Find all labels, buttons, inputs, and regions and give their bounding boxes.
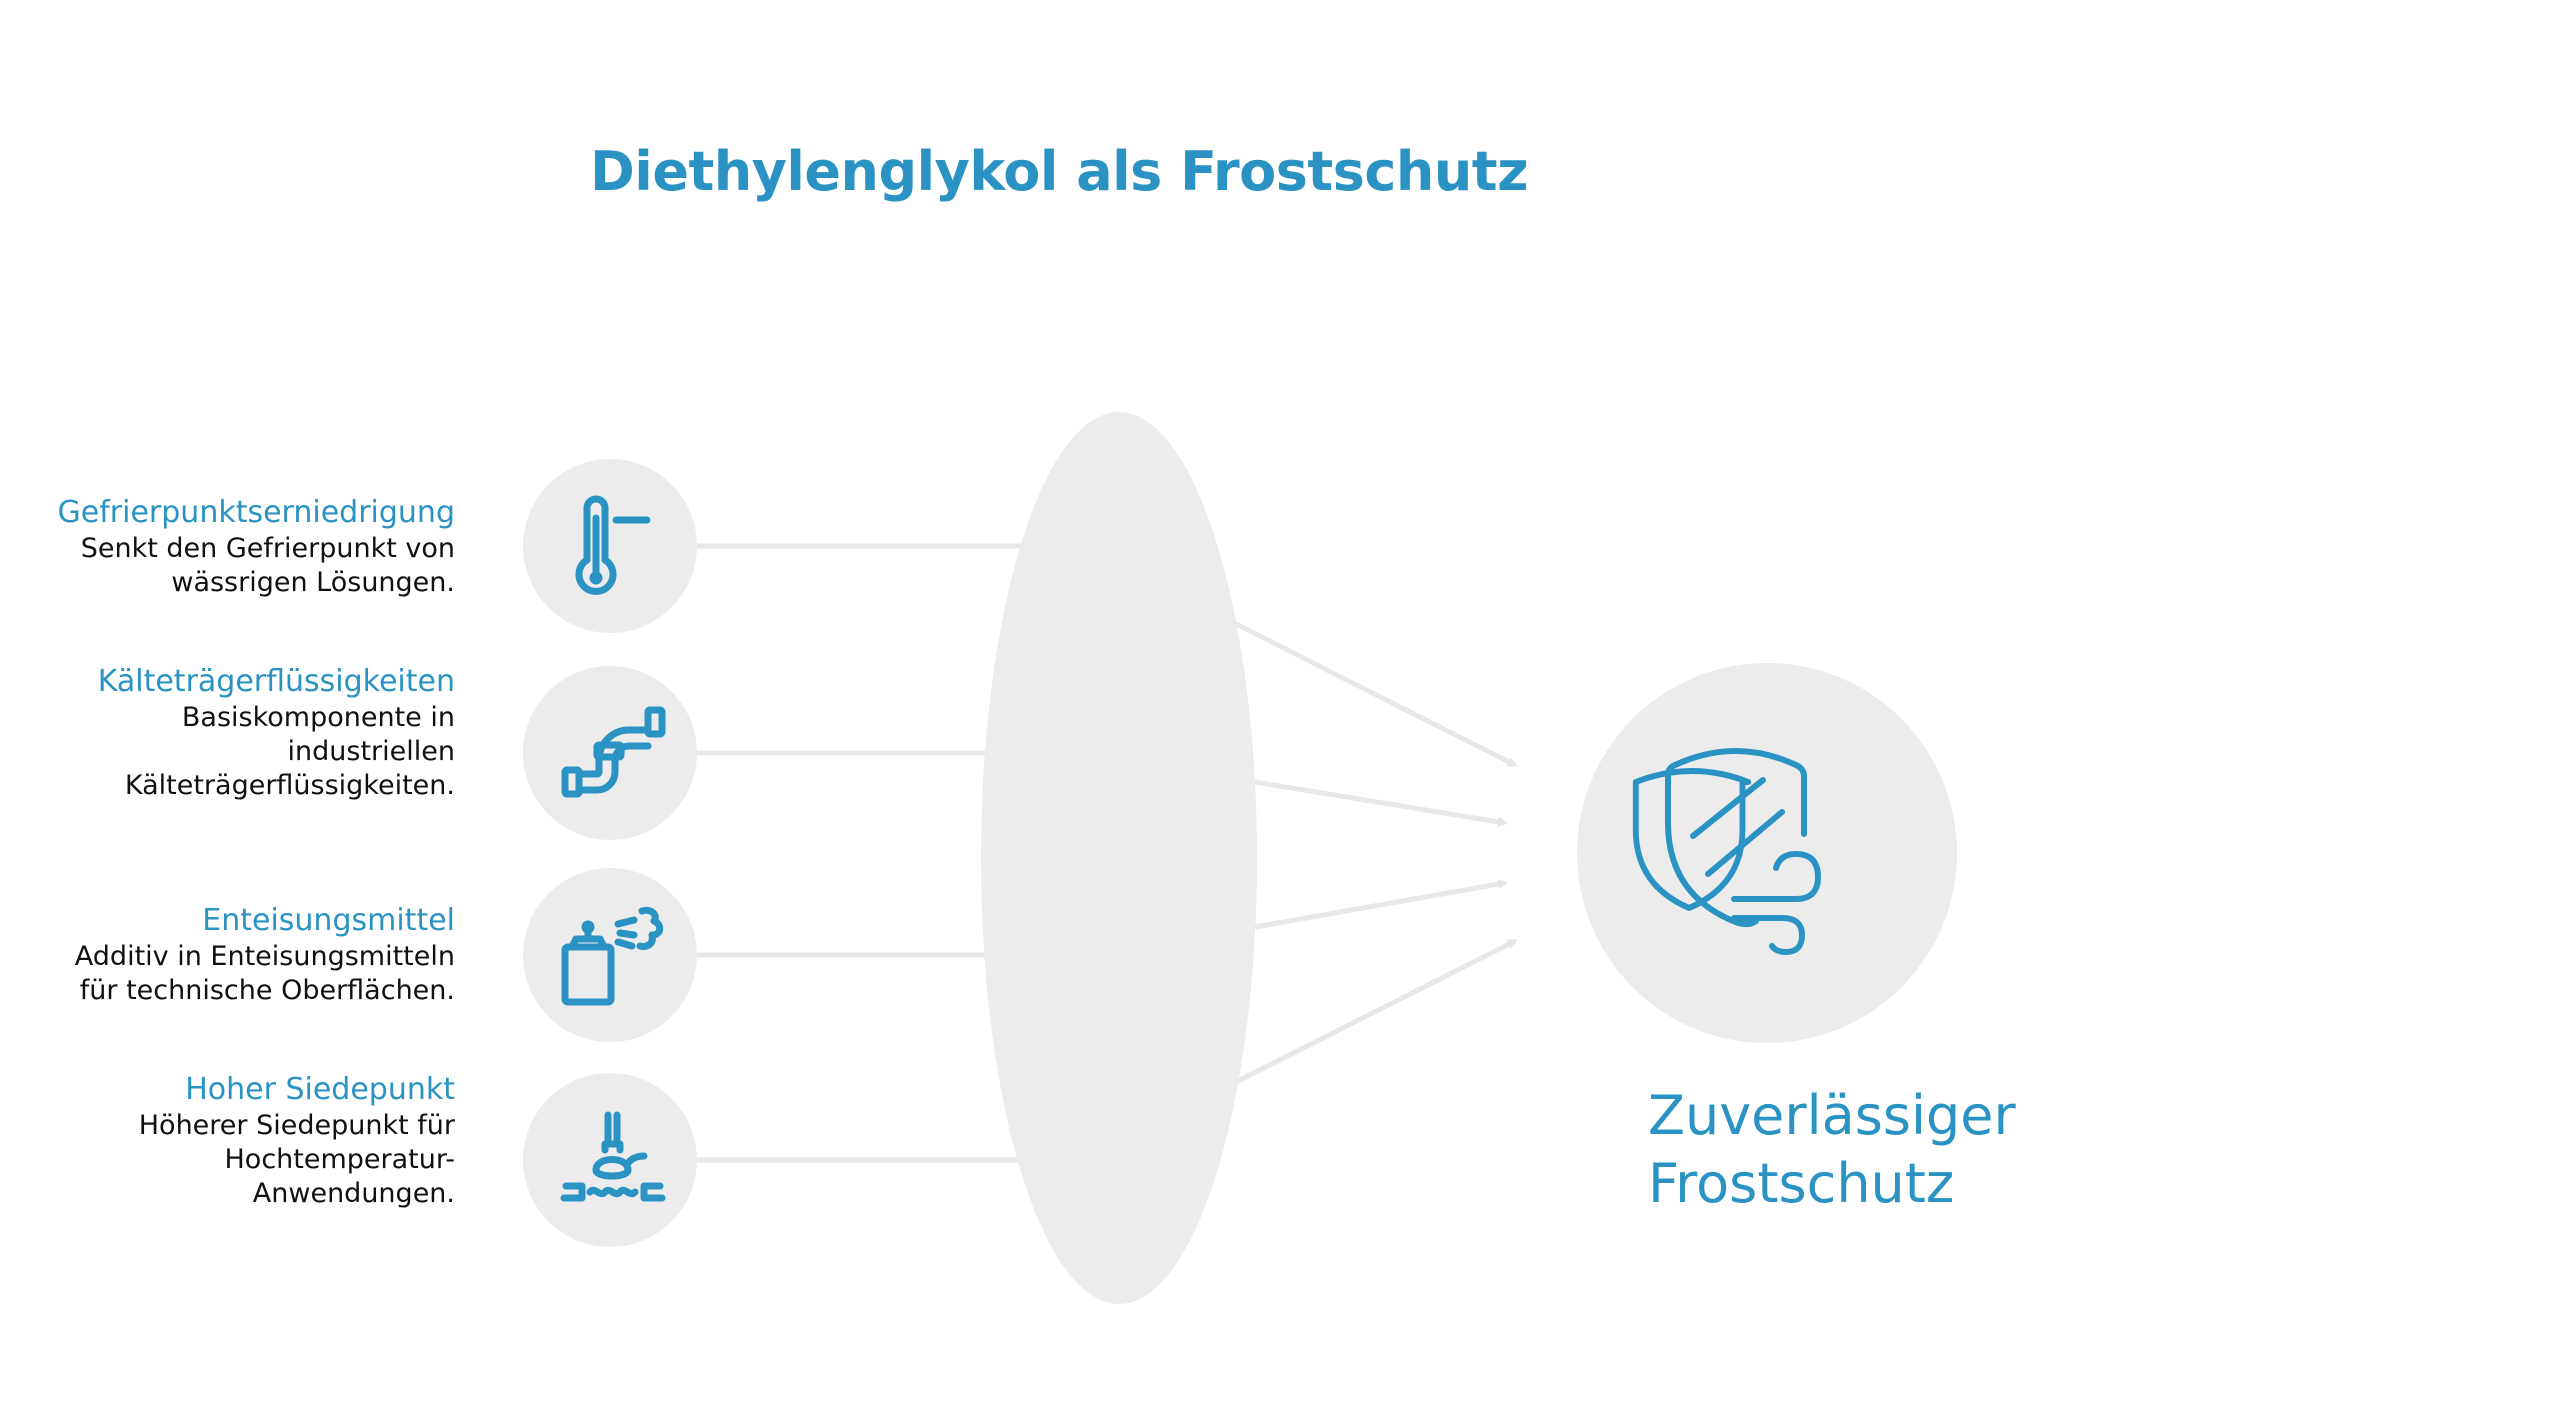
page-title: Diethylenglykol als Frostschutz xyxy=(589,140,1529,203)
feature-text: wässrigen Lösungen. xyxy=(171,567,455,598)
pipe-icon xyxy=(561,706,666,798)
feature-text: Senkt den Gefrierpunkt von xyxy=(80,533,455,564)
connector-lines xyxy=(697,543,1030,1163)
feature-deicer: Enteisungsmittel Additiv in Enteisungsmi… xyxy=(0,902,455,1008)
feature-coolant: Kälteträgerflüssigkeiten Basiskomponente… xyxy=(0,663,455,803)
feature-text: Höherer Siedepunkt für xyxy=(138,1110,455,1141)
result-line: Frostschutz xyxy=(1648,1152,1955,1215)
feature-title: Gefrierpunktserniedrigung xyxy=(57,495,455,530)
arrows xyxy=(1232,620,1518,1086)
feature-text: für technische Oberflächen. xyxy=(79,975,455,1006)
combining-lens xyxy=(981,412,1257,1304)
spray-can-icon xyxy=(561,906,664,1006)
result-circle xyxy=(1577,663,1957,1043)
feature-freezing-point: Gefrierpunktserniedrigung Senkt den Gefr… xyxy=(0,494,455,600)
feature-boiling-point: Hoher Siedepunkt Höherer Siedepunkt für … xyxy=(0,1071,455,1211)
feature-circle xyxy=(523,459,697,633)
feature-text: Hochtemperatur- xyxy=(224,1144,456,1175)
feature-text: Anwendungen. xyxy=(252,1178,455,1209)
feature-text: industriellen xyxy=(287,736,455,767)
feature-text: Kälteträgerflüssigkeiten. xyxy=(124,770,455,801)
feature-title: Enteisungsmittel xyxy=(202,903,455,938)
result-label: Zuverlässiger Frostschutz xyxy=(1648,1082,2016,1218)
feature-text: Basiskomponente in xyxy=(181,702,455,733)
feature-title: Hoher Siedepunkt xyxy=(185,1072,455,1107)
shield-wind-icon xyxy=(1632,748,1821,955)
feature-text: Additiv in Enteisungsmitteln xyxy=(74,941,455,972)
feature-circle xyxy=(523,666,697,840)
thermometer-icon xyxy=(575,495,651,595)
boiling-icon xyxy=(560,1111,666,1202)
result-line: Zuverlässiger xyxy=(1648,1084,2016,1147)
feature-title: Kälteträgerflüssigkeiten xyxy=(97,664,455,699)
